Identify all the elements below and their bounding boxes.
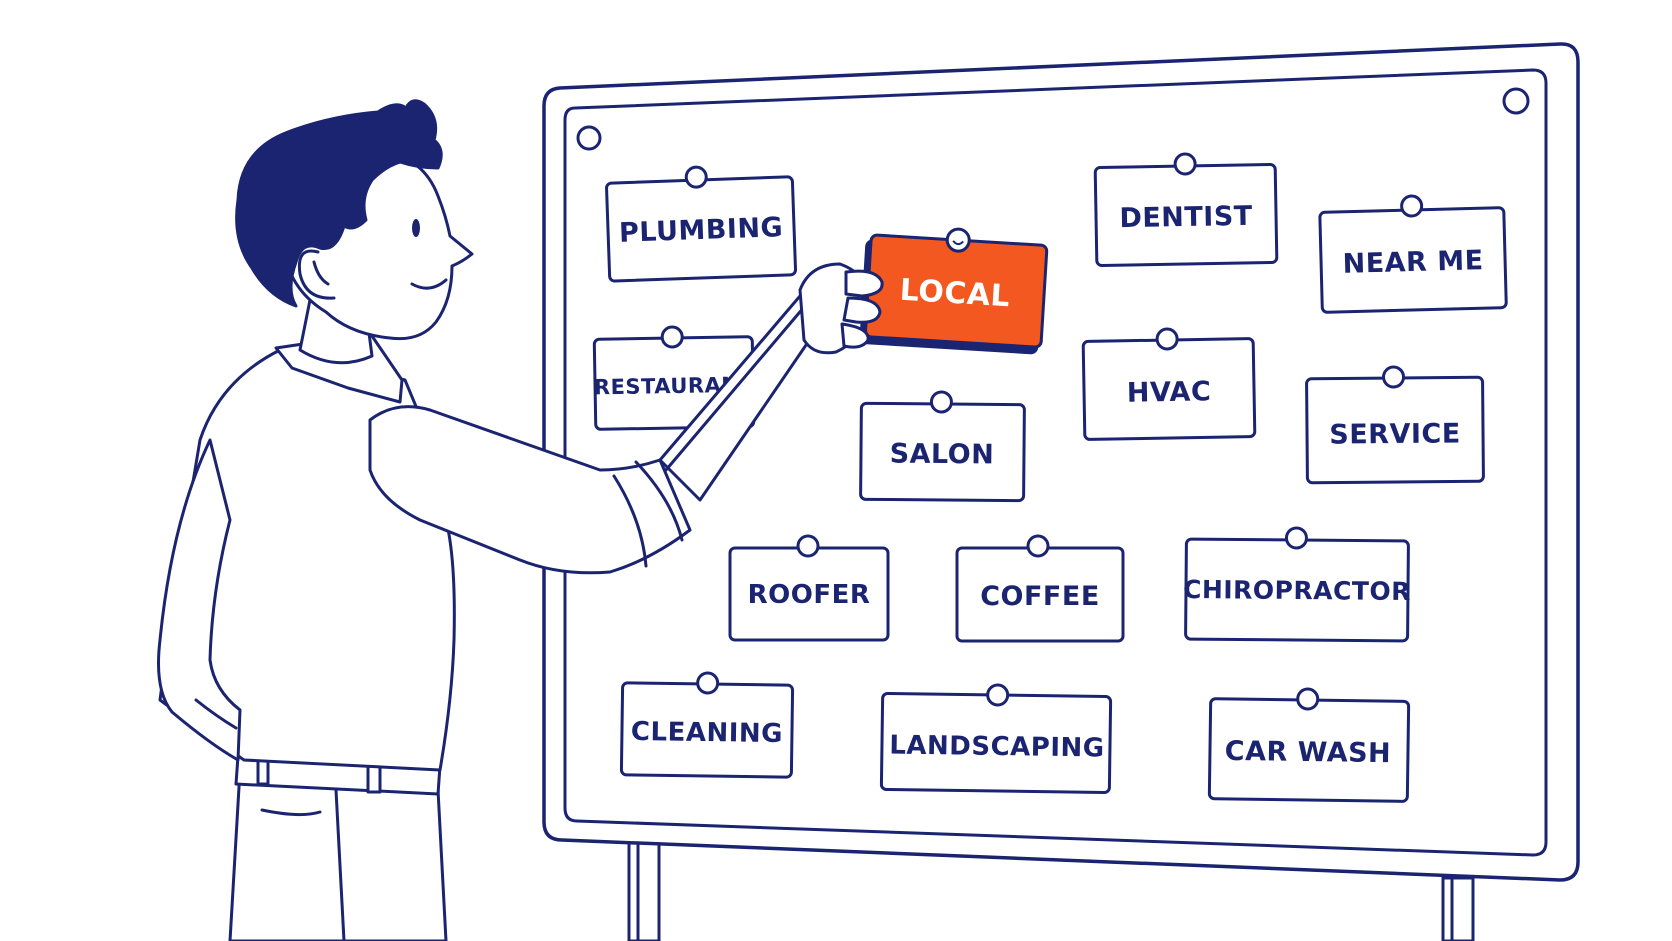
pin-icon [929, 390, 953, 414]
pin-icon [1400, 194, 1424, 218]
pin-icon [1155, 327, 1179, 351]
eye-icon [412, 219, 420, 237]
pin-icon [796, 534, 820, 558]
pin-icon [1284, 526, 1308, 550]
pin-icon [986, 683, 1010, 707]
pin-icon [1026, 534, 1050, 558]
keyword-card-coffee[interactable]: COFFEE [955, 534, 1125, 643]
keyword-cards: PLUMBING DENTIST NEAR ME RESTAURANT HVAC… [592, 152, 1508, 803]
ear [297, 249, 336, 300]
keyword-card-label: CHIROPRACTOR [1183, 575, 1411, 606]
board-leg-right [1441, 876, 1475, 941]
pin-icon [660, 325, 684, 349]
keyword-card-dentist[interactable]: DENTIST [1093, 152, 1279, 267]
board-inner-panel [563, 68, 1548, 857]
pin-icon [1382, 365, 1406, 389]
person-figure [157, 99, 873, 941]
pin-icon [1173, 152, 1197, 176]
local-card-label: LOCAL [899, 273, 1011, 315]
keyword-card-label: HVAC [1127, 376, 1212, 408]
pin-icon [1296, 687, 1320, 711]
keyword-card-label: CLEANING [631, 717, 783, 749]
shirt-sleeve [368, 405, 692, 575]
smile [410, 278, 448, 290]
keyword-card-cleaning[interactable]: CLEANING [619, 671, 795, 779]
board-leg-left [627, 840, 661, 941]
keyword-card-label: ROOFER [748, 580, 871, 610]
keyword-card-car-wash[interactable]: CAR WASH [1207, 687, 1411, 803]
keyword-card-chiropractor[interactable]: CHIROPRACTOR [1183, 526, 1412, 643]
keyword-card-label: LANDSCAPING [889, 730, 1105, 763]
board-legs [627, 840, 1475, 941]
keyword-card-label: PLUMBING [618, 212, 783, 249]
board-screw-icon [576, 125, 602, 151]
keyword-card-label: NEAR ME [1342, 245, 1484, 280]
hair [235, 99, 443, 308]
keyword-card-local[interactable]: LOCAL [859, 224, 1049, 355]
pin-icon [945, 227, 971, 253]
board-screw-icon [1502, 87, 1530, 115]
keyword-card-hvac[interactable]: HVAC [1081, 327, 1257, 441]
pin-icon [684, 165, 708, 189]
keyword-card-near-me[interactable]: NEAR ME [1318, 194, 1508, 314]
keyword-card-landscaping[interactable]: LANDSCAPING [879, 683, 1113, 795]
keyword-card-label: SALON [890, 439, 995, 471]
keyword-card-label: SERVICE [1329, 418, 1461, 450]
keyword-card-label: DENTIST [1119, 201, 1253, 234]
keyword-card-service[interactable]: SERVICE [1305, 365, 1485, 485]
keyword-card-roofer[interactable]: ROOFER [728, 534, 890, 642]
keyword-card-salon[interactable]: SALON [859, 390, 1026, 503]
keyword-card-label: CAR WASH [1225, 736, 1392, 769]
pin-icon [696, 671, 720, 695]
fingers [840, 269, 884, 349]
keyword-card-label: COFFEE [980, 581, 1100, 612]
keyword-card-plumbing[interactable]: PLUMBING [605, 164, 798, 283]
